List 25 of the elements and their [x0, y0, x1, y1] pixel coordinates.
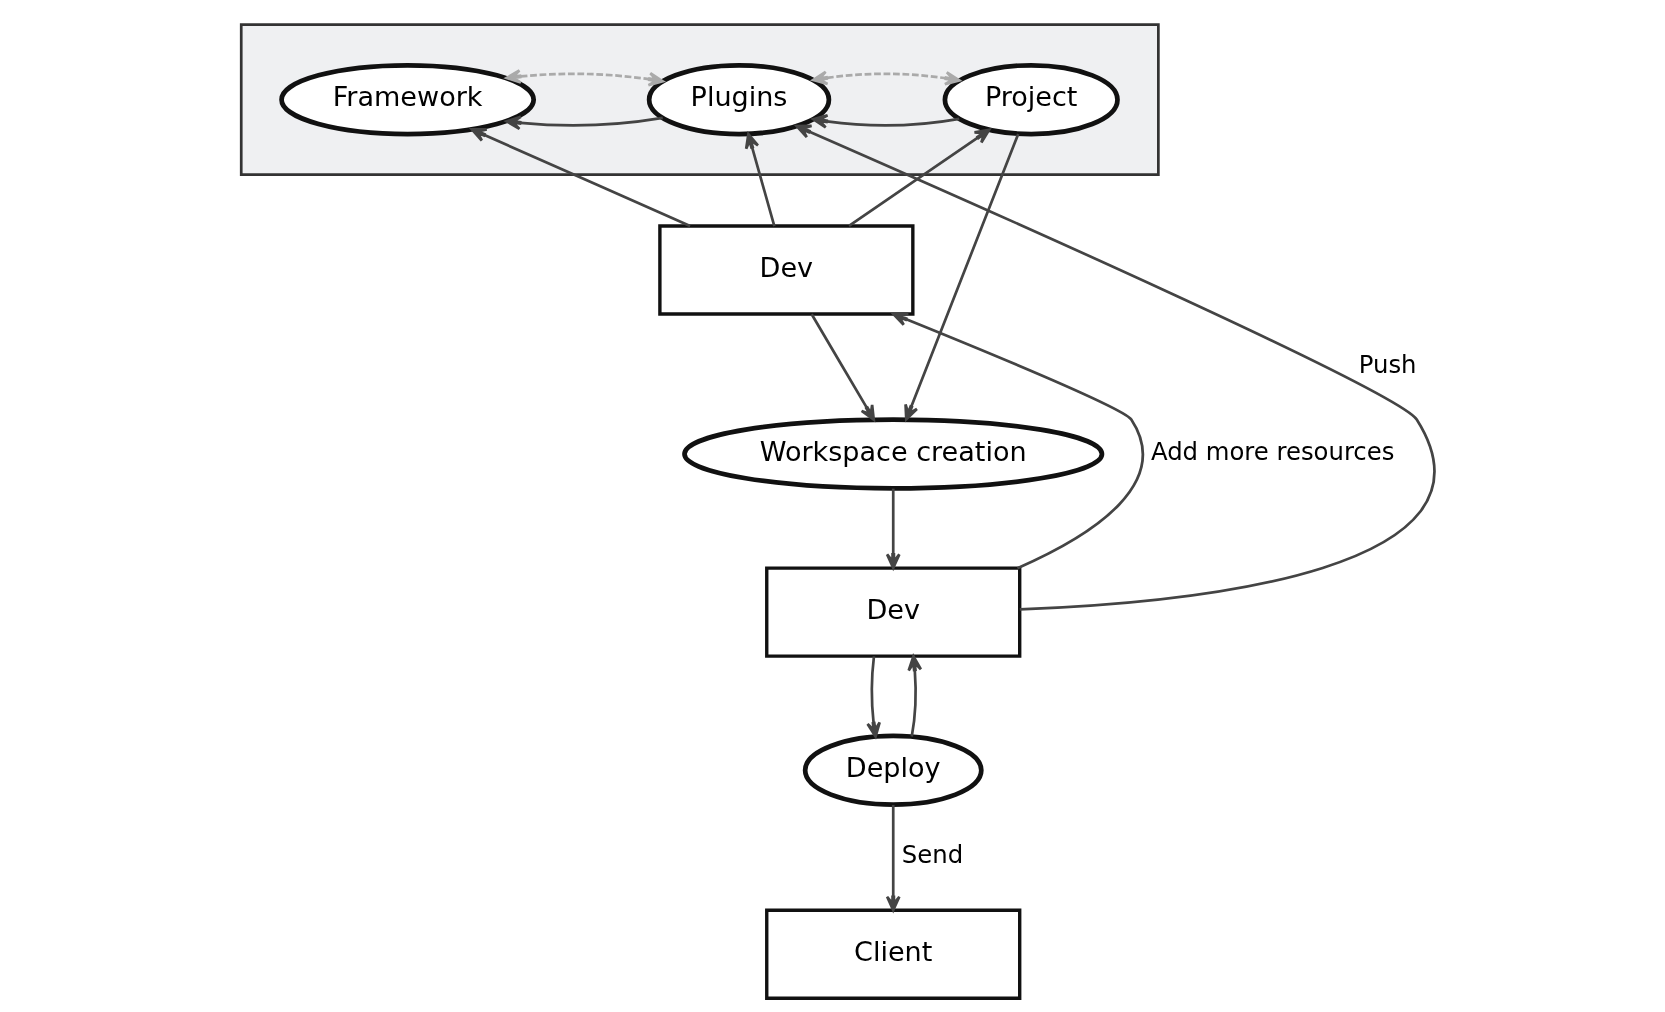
arrow	[848, 128, 991, 227]
arrow	[892, 312, 1144, 570]
edge-label: Send	[901, 840, 964, 870]
node-ellipse: Framework	[279, 62, 537, 137]
arrow	[470, 128, 691, 228]
arrow	[505, 69, 665, 87]
node-box: Client	[765, 908, 1022, 1000]
arrow	[885, 804, 901, 912]
arrow	[904, 133, 1020, 421]
arrow	[744, 132, 776, 227]
cluster	[239, 23, 1160, 176]
arrow	[866, 656, 881, 738]
arrow	[811, 70, 961, 86]
node-ellipse: Deploy	[802, 733, 984, 808]
arrow	[907, 655, 923, 737]
node-box: Dev	[658, 224, 915, 316]
arrow	[795, 124, 1435, 611]
arrow	[811, 113, 960, 129]
edge-label: Add more resources	[1150, 436, 1395, 466]
arrow	[810, 313, 876, 421]
edge-label: Push	[1358, 349, 1417, 379]
node-ellipse: Workspace creation	[682, 417, 1105, 491]
arrow	[885, 488, 901, 570]
node-box: Dev	[765, 566, 1022, 658]
arrow	[505, 115, 663, 131]
